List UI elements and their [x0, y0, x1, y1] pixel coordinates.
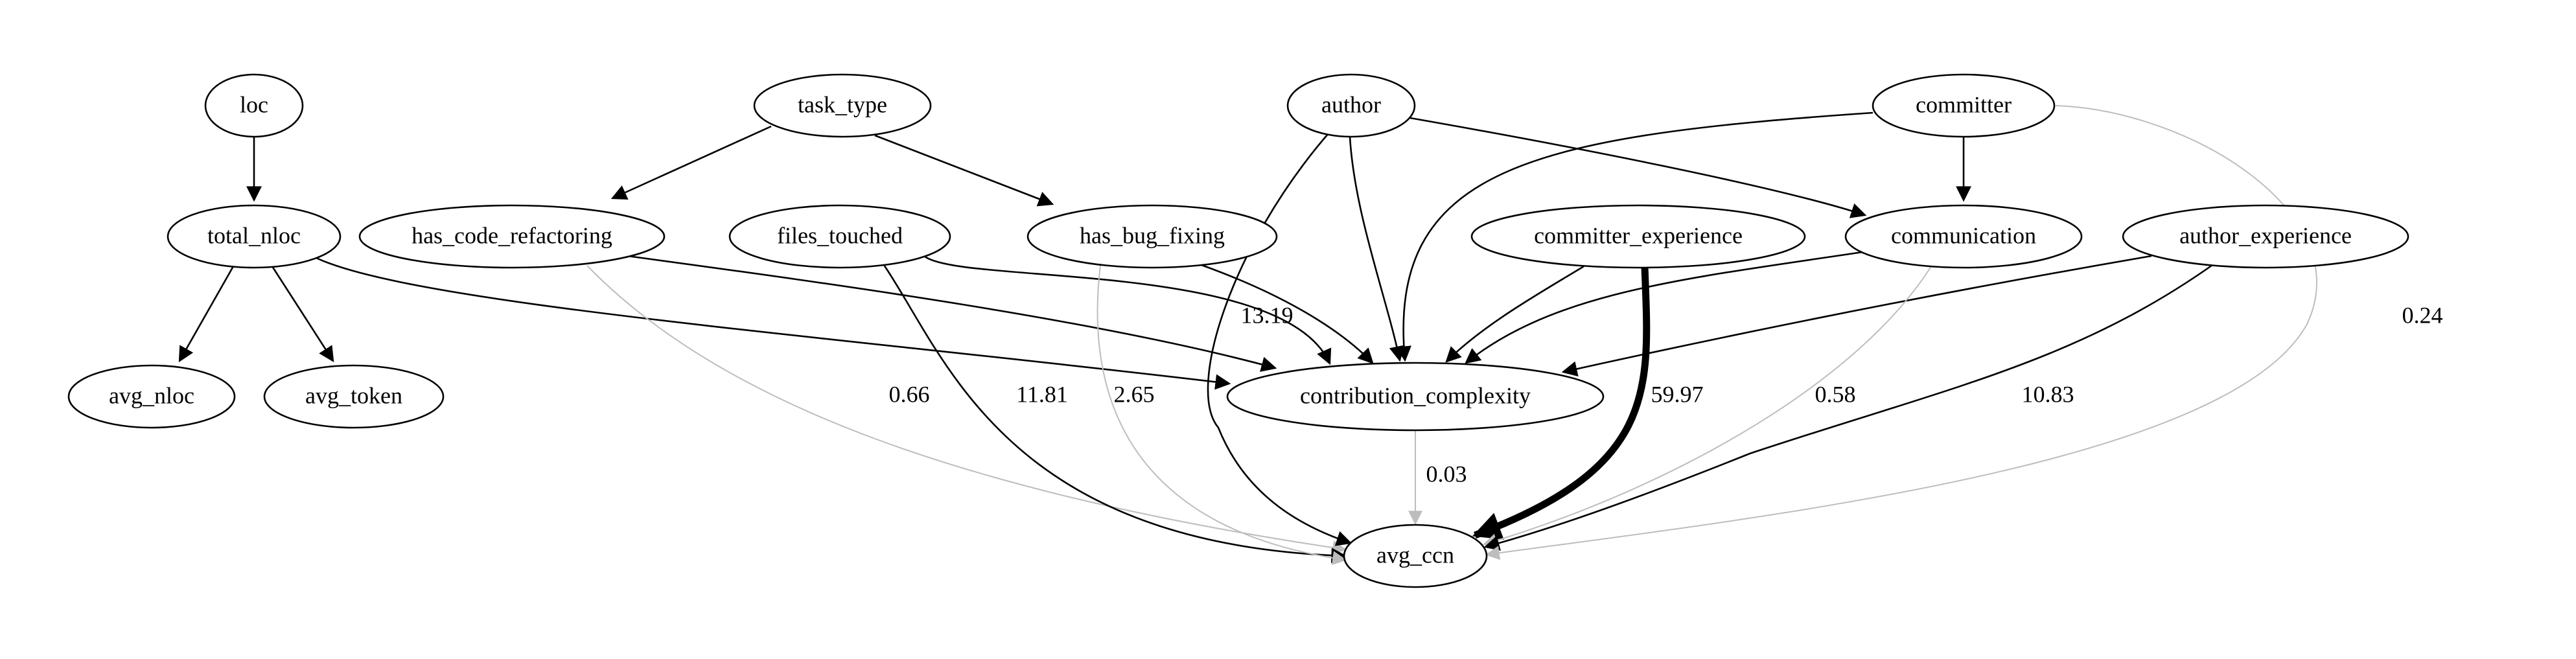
node-label: files_touched	[777, 222, 903, 248]
node-avg-token: avg_token	[263, 364, 445, 429]
edge-weight-committer-to-avg_ccn: 0.24	[2402, 302, 2443, 328]
node-total-nloc: total_nloc	[167, 204, 342, 269]
edge-weight-committer_experience-to-avg_ccn: 59.97	[1651, 381, 1704, 407]
edge-committer-to-contribution_complexity	[1396, 111, 1874, 362]
edge-total_nloc-to-contribution_complexity	[316, 257, 1231, 390]
node-committer-experience: committer_experience	[1470, 204, 1806, 269]
edge-files_touched-to-avg_ccn	[883, 264, 1347, 564]
node-ellipse	[1872, 73, 2056, 138]
edge-weight-contribution_complexity-to-avg_ccn: 0.03	[1426, 461, 1467, 487]
node-communication: communication	[1844, 204, 2083, 269]
node-ellipse	[67, 364, 236, 429]
node-has-bug-fixing: has_bug_fixing	[1027, 204, 1278, 269]
edge-weight-has_code_refactoring-to-avg_ccn: 0.66	[889, 381, 930, 407]
node-ellipse	[1286, 73, 1416, 138]
node-ellipse	[1226, 362, 1605, 432]
node-ellipse	[2122, 204, 2409, 269]
node-ellipse	[358, 204, 666, 269]
node-label: communication	[1891, 222, 2036, 248]
edge-total_nloc-to-avg_nloc	[178, 266, 235, 363]
node-ellipse	[263, 364, 445, 429]
node-avg-ccn: avg_ccn	[1343, 524, 1488, 588]
edge-weight-author-to-avg_ccn: 13.19	[1241, 302, 1294, 328]
node-ellipse	[728, 204, 951, 269]
edge-has_bug_fixing-to-contribution_complexity	[1201, 264, 1374, 364]
node-task-type: task_type	[753, 73, 932, 138]
edge-weight-communication-to-avg_ccn: 0.58	[1815, 381, 1856, 407]
node-label: has_code_refactoring	[412, 222, 612, 248]
edge-weight-has_bug_fixing-to-avg_ccn: 2.65	[1114, 381, 1155, 407]
node-label: committer	[1916, 91, 2012, 117]
edge-author-to-avg_ccn	[1207, 133, 1352, 546]
node-ellipse	[1844, 204, 2083, 269]
node-label: avg_token	[305, 382, 402, 408]
node-ellipse	[204, 73, 304, 138]
edge-weight-author_experience-to-avg_ccn: 10.83	[2022, 381, 2074, 407]
edge-has_code_refactoring-to-contribution_complexity	[627, 255, 1277, 372]
node-label: author_experience	[2179, 222, 2352, 248]
node-author-experience: author_experience	[2122, 204, 2409, 269]
node-ellipse	[1027, 204, 1278, 269]
node-label: has_bug_fixing	[1080, 222, 1225, 248]
node-committer: committer	[1872, 73, 2056, 138]
node-avg-nloc: avg_nloc	[67, 364, 236, 429]
node-ellipse	[753, 73, 932, 138]
edge-weight-files_touched-to-avg_ccn: 11.81	[1016, 381, 1068, 407]
node-loc: loc	[204, 73, 304, 138]
node-label: total_nloc	[207, 222, 301, 248]
node-ellipse	[1470, 204, 1806, 269]
node-label: avg_ccn	[1376, 542, 1454, 568]
edge-total_nloc-to-avg_token	[271, 266, 334, 363]
edge-has_code_refactoring-to-avg_ccn	[586, 265, 1347, 555]
node-author: author	[1286, 73, 1416, 138]
node-contribution-complexity: contribution_complexity	[1226, 362, 1605, 432]
edge-author-to-communication	[1406, 116, 1867, 218]
edge-author_experience-to-contribution_complexity	[1561, 255, 2152, 377]
node-label: author	[1321, 91, 1381, 117]
edge-committer_experience-to-avg_ccn	[1472, 267, 1651, 540]
edge-communication-to-avg_ccn	[1482, 266, 1932, 548]
node-label: avg_nloc	[109, 382, 194, 408]
edge-communication-to-contribution_complexity	[1465, 251, 1863, 364]
edge-task_type-to-has_bug_fixing	[874, 134, 1054, 207]
edge-committer_experience-to-contribution_complexity	[1445, 265, 1584, 363]
node-ellipse	[1343, 524, 1488, 588]
node-label: committer_experience	[1534, 222, 1743, 248]
edge-author-to-contribution_complexity	[1349, 136, 1405, 362]
edge-committer-to-avg_ccn	[1485, 105, 2317, 561]
node-label: contribution_complexity	[1300, 382, 1531, 408]
edge-files_touched-to-contribution_complexity	[923, 255, 1332, 365]
node-label: loc	[240, 91, 268, 117]
edge-has_bug_fixing-to-avg_ccn	[1097, 264, 1347, 566]
node-ellipse	[167, 204, 342, 269]
node-has-code-refactoring: has_code_refactoring	[358, 204, 666, 269]
edge-task_type-to-has_code_refactoring	[610, 125, 772, 200]
edge-author_experience-to-avg_ccn	[1483, 264, 2213, 551]
node-label: task_type	[798, 91, 887, 117]
node-files-touched: files_touched	[728, 204, 951, 269]
